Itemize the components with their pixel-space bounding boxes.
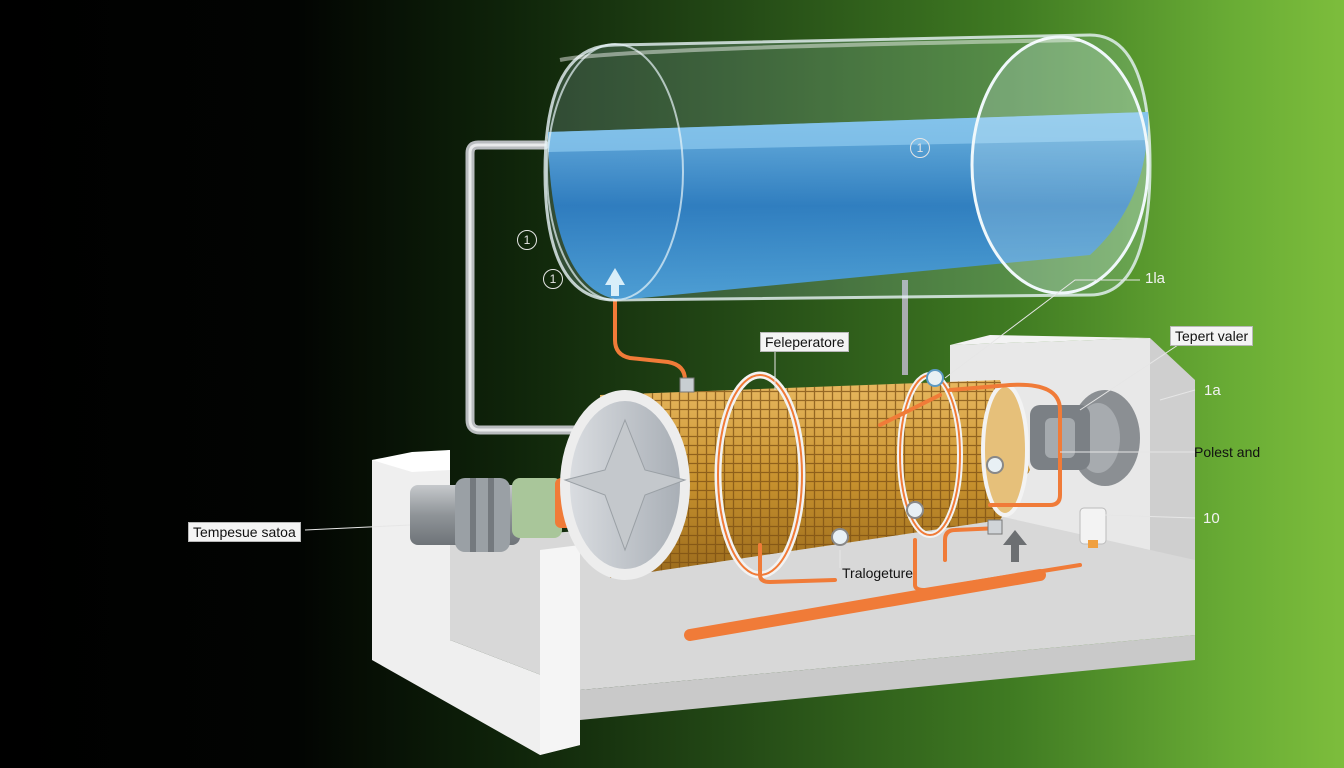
motor-disk bbox=[1030, 390, 1140, 486]
badge-pipe-lower: 1 bbox=[543, 269, 563, 289]
water-tank bbox=[543, 33, 1152, 302]
label-tempesue-satoa: Tempesue satoa bbox=[188, 522, 301, 542]
callout-number-10: 10 bbox=[1203, 510, 1220, 527]
label-feleperatore: Feleperatore bbox=[760, 332, 850, 352]
copper-pipe-bottom bbox=[684, 569, 1046, 641]
pipe-fittings bbox=[679, 369, 1107, 548]
badge-pipe-upper: 1 bbox=[517, 230, 537, 250]
callout-number-1la: 1la bbox=[1145, 270, 1166, 287]
label-tralogeture: Tralogeture bbox=[842, 565, 914, 581]
leader-lines bbox=[304, 279, 1196, 568]
callout-number-1a: 1a bbox=[1204, 382, 1221, 399]
label-tepert-valer: Tepert valer bbox=[1170, 326, 1254, 346]
coil-drum bbox=[600, 371, 1030, 579]
up-arrow bbox=[1003, 530, 1027, 562]
badge-tank: 1 bbox=[910, 138, 930, 158]
drum-end-cap bbox=[560, 390, 690, 580]
label-polest-and: Polest and bbox=[1194, 444, 1261, 460]
